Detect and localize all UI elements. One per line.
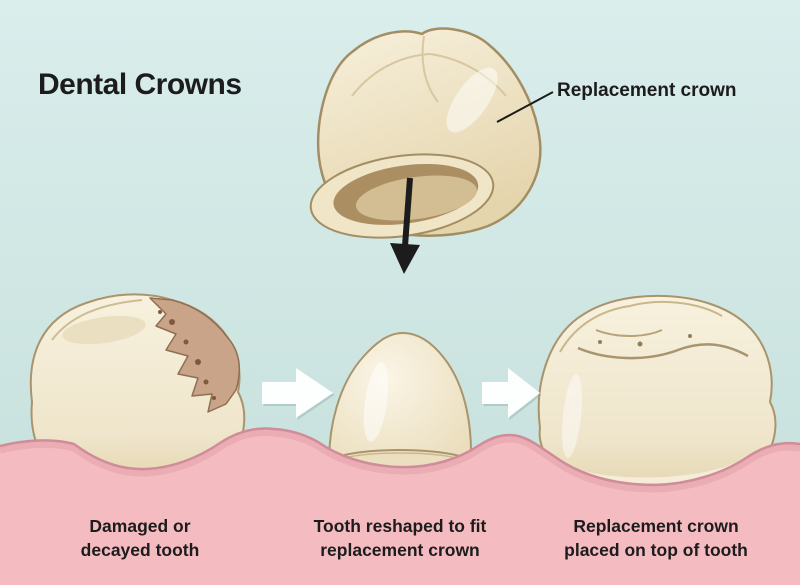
- caption-line: placed on top of tooth: [564, 540, 748, 560]
- caption-crowned-tooth: Replacement crown placed on top of tooth: [525, 514, 787, 562]
- crown-cusp-line: [351, 53, 431, 97]
- caption-line: Replacement crown: [573, 516, 739, 536]
- decay-speckles: [158, 310, 216, 400]
- right-arrow-icon: [482, 368, 540, 418]
- crowned-tooth-highlight: [562, 374, 582, 458]
- label-leader-line: [496, 91, 554, 123]
- crowned-tooth-fissure: [595, 329, 663, 337]
- caption-line: Tooth reshaped to fit: [313, 516, 487, 536]
- down-arrow-head: [390, 243, 420, 274]
- damaged-tooth-occlusal-shade: [62, 315, 146, 345]
- caption-line: replacement crown: [320, 540, 480, 560]
- down-arrow-shaft: [402, 177, 413, 247]
- crown-opening: [309, 153, 495, 239]
- crown-cusp-line: [429, 53, 507, 97]
- decay-patch: [149, 297, 241, 413]
- gum-margin-line: [0, 427, 800, 487]
- caption-line: decayed tooth: [80, 540, 200, 560]
- down-arrow-icon: [390, 177, 420, 274]
- caption-reshaped-tooth: Tooth reshaped to fit replacement crown: [270, 514, 530, 562]
- crowned-tooth-fissure: [577, 343, 749, 360]
- gum-body: [0, 428, 800, 585]
- damaged-tooth-art: [29, 293, 246, 498]
- reshaped-tooth-highlight: [363, 362, 389, 442]
- gum-crease-shadow: [0, 429, 800, 493]
- caption-line: Damaged or: [89, 516, 191, 536]
- crown-highlight: [446, 67, 498, 133]
- crowned-tooth-art: [537, 294, 777, 505]
- caption-damaged-tooth: Damaged or decayed tooth: [20, 514, 260, 562]
- replacement-crown-label: Replacement crown: [557, 80, 737, 101]
- crowned-tooth-cusp-line: [629, 300, 723, 317]
- crowned-tooth-cusp-line: [559, 305, 631, 353]
- crown-fissure-line: [421, 35, 439, 103]
- crowned-tooth-pits: [598, 334, 692, 347]
- right-arrow-icon: [262, 368, 333, 418]
- reshaped-tooth-dome: [328, 331, 472, 475]
- damaged-tooth-ridge-line: [51, 299, 143, 341]
- page-title: Dental Crowns: [38, 68, 242, 101]
- crown-opening-interior-light: [355, 175, 477, 221]
- gum-art: [0, 427, 800, 585]
- replacement-crown-art: [309, 27, 542, 239]
